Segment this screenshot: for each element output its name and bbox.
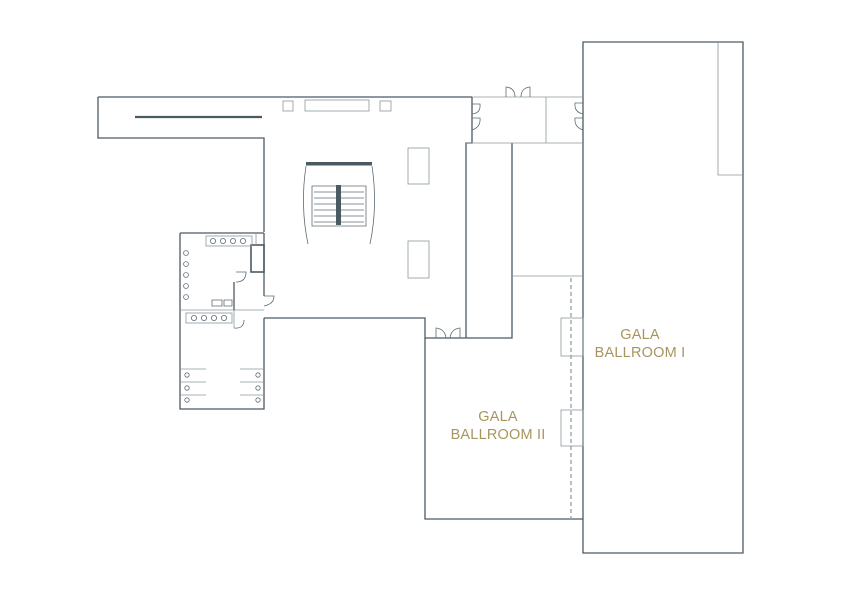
column-box: [379, 100, 392, 112]
gala-ballroom-1-label: GALA BALLROOM I: [590, 326, 690, 362]
shaft: [250, 244, 265, 273]
staircase: [303, 162, 375, 245]
gala-ballroom-1-label-line2: BALLROOM I: [594, 345, 686, 361]
gala-ballroom-2-area[interactable]: [424, 278, 584, 520]
urinals-upper: [183, 250, 189, 300]
reception-desk: [304, 99, 370, 112]
restroom-block: [179, 232, 265, 410]
sinks-lower: [185, 312, 233, 324]
column-box: [282, 100, 294, 112]
gala-ballroom-1-area[interactable]: [582, 41, 744, 554]
partition-pocket-lower: [560, 409, 584, 447]
gala-ballroom-2-label: GALA BALLROOM II: [440, 408, 556, 444]
gala-ballroom-2-label-line1: GALA: [478, 409, 518, 425]
gala-ballroom-1-label-line1: GALA: [620, 327, 660, 343]
gala-ballroom-2-label-line2: BALLROOM II: [450, 427, 546, 443]
foyer-area: [97, 96, 583, 339]
partition-pocket-upper: [560, 317, 584, 357]
sinks-upper: [205, 235, 253, 247]
bench-upper: [407, 147, 430, 185]
doors: [263, 86, 584, 339]
bench-lower: [407, 240, 430, 279]
stalls-right: [240, 368, 264, 403]
stalls-left: [180, 368, 206, 403]
